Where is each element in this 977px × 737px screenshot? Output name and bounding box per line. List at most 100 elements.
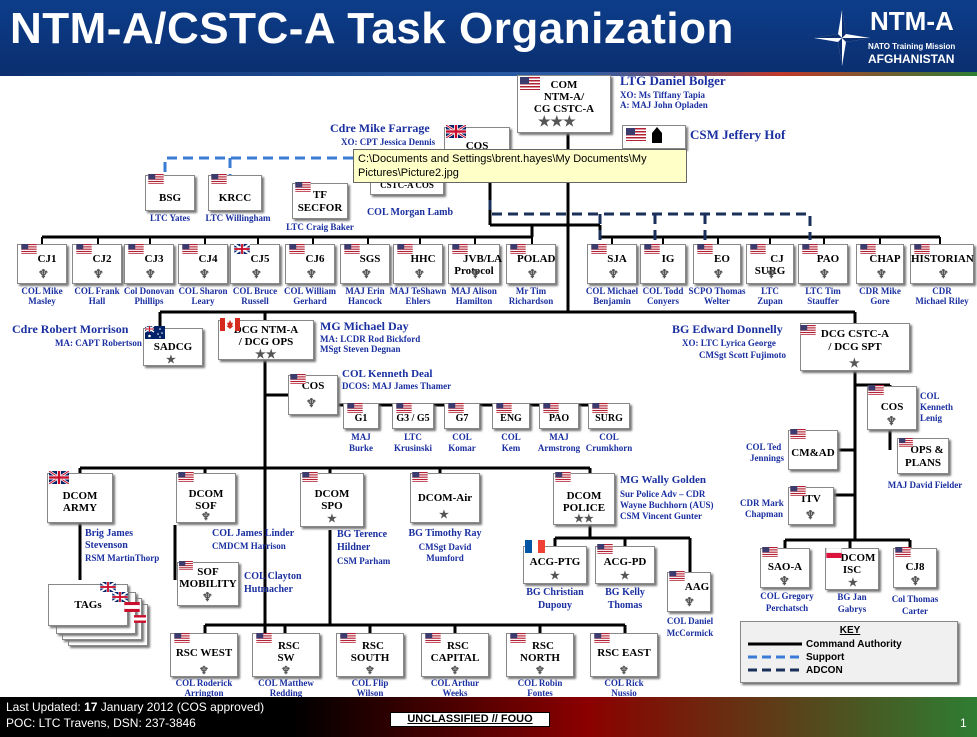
ops-plans-box[interactable]: OPS & PLANS xyxy=(897,438,949,474)
staff-box-16[interactable]: HISTORIAN♆ xyxy=(910,244,974,284)
staff-label: POLAD xyxy=(517,253,556,265)
acg-pd-label: ACG-PD xyxy=(603,556,647,568)
dcom-army-box[interactable]: DCOM ARMY xyxy=(47,473,113,523)
staff-box-7[interactable]: HHC♆ xyxy=(393,244,443,284)
eagle-insignia-icon: ♆ xyxy=(619,665,629,677)
dcom-army-name: Brig James xyxy=(85,528,134,539)
staff-label: SJA xyxy=(607,253,627,265)
ops-staff-box-1[interactable]: G3 / G5 xyxy=(392,403,434,429)
us-flag-icon xyxy=(397,244,413,254)
acg-ptg-name-2: Dupouy xyxy=(538,600,572,611)
rsc-label-2: NORTH xyxy=(520,652,560,664)
rsc-label: RSC EAST xyxy=(597,647,651,659)
staff-box-3[interactable]: CJ4♆ xyxy=(178,244,228,284)
sof-mobility-label: SOF xyxy=(197,566,219,578)
tf-secfor-label: TF xyxy=(312,189,328,201)
ops-staff-name-2: Kem xyxy=(501,443,521,453)
com-aide: A: MAJ John Opladen xyxy=(620,100,708,110)
us-flag-icon xyxy=(543,403,559,413)
eagle-insignia-icon: ♆ xyxy=(535,665,545,677)
us-flag-icon xyxy=(860,244,876,254)
staff-box-12[interactable]: EO♆ xyxy=(693,244,741,284)
cj8-name-2: Carter xyxy=(902,606,928,616)
acg-pd-name-2: Thomas xyxy=(607,600,643,611)
staff-box-4[interactable]: CJ5♆ xyxy=(230,244,280,284)
sao-a-name: COL Gregory xyxy=(760,591,814,601)
ops-staff-name: COL xyxy=(599,432,619,442)
eagle-insignia-icon: ♆ xyxy=(145,267,156,281)
ops-staff-box-3[interactable]: ENG xyxy=(492,403,530,429)
ops-staff-box-0[interactable]: G1 xyxy=(343,403,379,429)
dcom-army-rsm: RSM MartinThorp xyxy=(85,553,160,563)
tags-box[interactable]: TAGs xyxy=(48,584,128,626)
staff-box-11[interactable]: IG♆ xyxy=(640,244,686,284)
dcom-spo-box[interactable]: DCOM SPO ★ xyxy=(300,473,364,527)
eagle-insignia-icon: ♆ xyxy=(805,508,816,522)
spt-cos-name: COL xyxy=(920,391,940,401)
staff-label: CJ4 xyxy=(198,253,218,265)
dcg-spt-box[interactable]: DCG CSTC-A / DCG SPT ★ xyxy=(800,323,910,371)
eagle-insignia-icon: ♆ xyxy=(93,267,104,281)
staff-box-5[interactable]: CJ6♆ xyxy=(285,244,335,284)
staff-name-2: Hancock xyxy=(347,296,382,306)
ops-staff-box-2[interactable]: G7 xyxy=(444,403,480,429)
com-box[interactable]: COM NTM-A/ CG CSTC-A ★★★ xyxy=(517,75,611,133)
staff-box-6[interactable]: SGS♆ xyxy=(340,244,390,284)
us-flag-icon xyxy=(594,633,610,643)
bsg-name: LTC Yates xyxy=(149,213,191,223)
rsc-box-0[interactable]: RSC WEST♆ xyxy=(170,633,238,677)
dcom-air-label: DCOM-Air xyxy=(417,492,473,504)
us-flag-icon xyxy=(179,561,193,570)
krcc-name: LTC Willingham xyxy=(205,213,271,223)
com-person: LTG Daniel Bolger xyxy=(620,73,726,88)
rsc-box-5[interactable]: RSC EAST ♆ xyxy=(590,633,658,677)
staff-box-1[interactable]: CJ2♆ xyxy=(72,244,122,284)
rsc-label-2: SOUTH xyxy=(350,652,390,664)
eagle-insignia-icon: ♆ xyxy=(251,267,262,281)
cmad-box[interactable]: CM&AD xyxy=(788,430,838,470)
us-flag-icon xyxy=(340,633,356,643)
com-label-2: NTM-A/ xyxy=(543,91,585,103)
eagle-insignia-icon: ♆ xyxy=(450,665,460,677)
staff-name: SCPO Thomas xyxy=(688,286,746,296)
staff-box-14[interactable]: PAO♆ xyxy=(798,244,848,284)
us-flag-icon xyxy=(452,244,468,254)
us-flag-icon xyxy=(555,472,571,482)
star-icon: ★ xyxy=(166,354,176,366)
acg-pd-name: BG Kelly xyxy=(605,587,645,598)
staff-name: COL Todd xyxy=(642,286,684,296)
staff-box-2[interactable]: CJ3♆ xyxy=(124,244,174,284)
ops-staff-label: G7 xyxy=(455,413,469,424)
canada-flag-icon xyxy=(220,318,240,331)
eagle-insignia-icon: ♆ xyxy=(779,574,790,588)
ops-staff-box-4[interactable]: PAO xyxy=(539,403,579,429)
ops-staff-name-2: Crumkhorn xyxy=(585,443,633,453)
staff-box-0[interactable]: CJ1♆ xyxy=(17,244,67,284)
staff-name-2: Benjamin xyxy=(593,296,631,306)
us-flag-icon xyxy=(290,374,306,384)
staff-box-9[interactable]: POLAD♆ xyxy=(506,244,556,284)
rank-insignia-icon xyxy=(652,127,662,143)
staff-box-15[interactable]: CHAP♆ xyxy=(856,244,904,284)
sadcg-label: SADCG xyxy=(153,341,193,353)
us-flag-icon xyxy=(914,244,930,254)
sao-a-box[interactable]: SAO-A ♆ xyxy=(760,548,810,588)
ops-staff-box-5[interactable]: SURG xyxy=(588,403,630,429)
uk-flag-icon xyxy=(112,592,128,602)
sadcg-person: Cdre Robert Morrison xyxy=(12,322,129,336)
dcom-police-adv: Sur Police Adv – CDR xyxy=(620,489,706,499)
rsc-name: COL Rick xyxy=(604,678,644,688)
staff-box-10[interactable]: SJA♆ xyxy=(587,244,637,284)
acg-pd-box[interactable]: ACG-PD ★ xyxy=(595,546,655,584)
us-flag-icon xyxy=(211,174,227,184)
itv-label: ITV xyxy=(801,493,821,505)
staff-name: COL Mike xyxy=(21,286,63,296)
tags-label: TAGs xyxy=(74,599,102,611)
ops-cos-box[interactable]: COS ♆ xyxy=(288,375,338,415)
